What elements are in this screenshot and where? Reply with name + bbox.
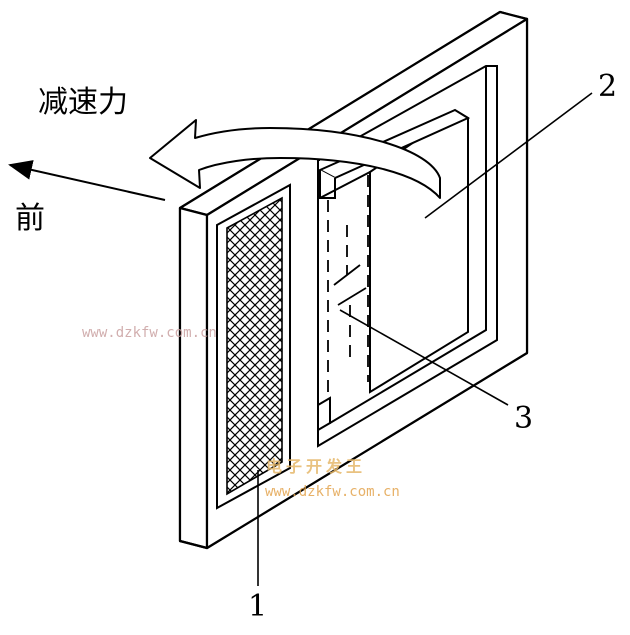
recess-inner-lip: [329, 66, 487, 424]
pendulum-plate: [317, 108, 471, 394]
deceleration-arrow: [149, 119, 441, 199]
housing-left-side: [178, 206, 209, 550]
watermark-url-bottom: www.dzkfw.com.cn: [265, 484, 400, 500]
front-direction-arrow: [8, 160, 166, 201]
plate-top-lip-step: [319, 170, 336, 199]
front-label: 前: [15, 201, 45, 236]
part-2-label: 2: [598, 69, 617, 104]
recess-ledge: [317, 396, 331, 431]
part-1-label: 1: [248, 589, 267, 624]
part-3-label: 3: [514, 401, 533, 436]
sensing-element-hatch: [226, 196, 283, 496]
hidden-lines: [327, 175, 369, 392]
sensing-element: [216, 183, 291, 510]
leader-line-2: [424, 92, 593, 219]
watermark-brand: 电子开发王: [266, 457, 366, 476]
spring-bottom-detail: [337, 287, 367, 306]
watermark-url-left: www.dzkfw.com.cn: [82, 325, 217, 341]
deceleration-force-label: 减速力: [38, 85, 128, 120]
spring-top-detail: [333, 264, 361, 286]
leader-line-3: [339, 309, 509, 406]
